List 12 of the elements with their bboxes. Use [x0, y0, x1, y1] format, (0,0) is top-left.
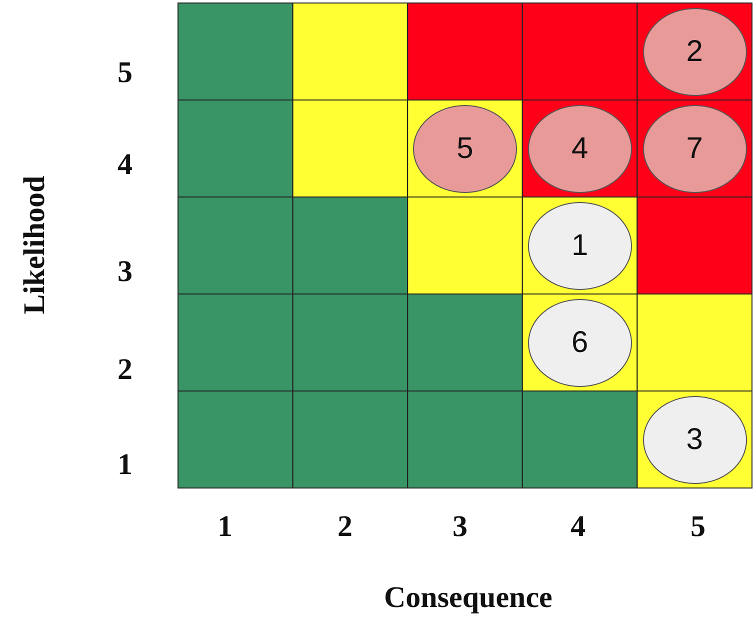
axis-tick-label: 1 [218, 510, 232, 544]
axis-tick-label: 1 [118, 448, 132, 482]
axis-tick-label: 2 [118, 353, 132, 387]
axis-tick-label: 4 [570, 510, 586, 544]
axis-tick-label: 2 [338, 510, 352, 544]
axis-tick-label: 3 [452, 510, 468, 544]
axis-title: Consequence [384, 581, 552, 615]
axis-title: Likelihood [18, 176, 52, 314]
axis-tick-label: 5 [118, 56, 132, 90]
axis-tick-label: 3 [118, 255, 132, 289]
axis-tick-label: 5 [690, 510, 706, 544]
axis-tick-label: 4 [118, 148, 132, 182]
